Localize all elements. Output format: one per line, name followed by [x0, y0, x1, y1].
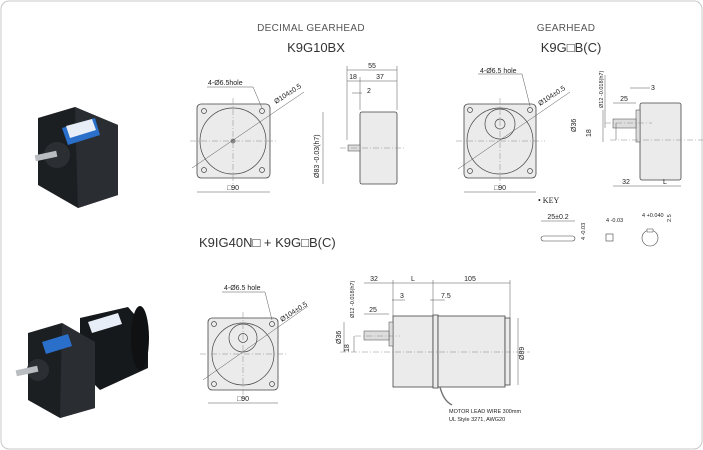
decimal-dim-dia: Ø83 -0.03(h7)	[314, 134, 321, 178]
gearhead-dim-L: L	[663, 179, 667, 186]
decimal-gearhead-heading: DECIMAL GEARHEAD	[257, 23, 365, 34]
combo-dim-89: Ø89	[519, 347, 526, 360]
motor-gearhead-photo	[15, 306, 149, 418]
key-drawing	[540, 220, 659, 247]
combo-dim-105: 105	[464, 276, 476, 283]
key-length: 25±0.2	[547, 214, 568, 221]
gearhead-dim-3: 3	[651, 85, 655, 92]
combo-dim-3: 3	[400, 293, 404, 300]
gearhead-dim-36: Ø36	[571, 119, 578, 132]
gearhead-photo	[34, 107, 118, 208]
combo-side-view	[340, 280, 530, 406]
decimal-gearhead-model: K9G10BX	[287, 40, 345, 55]
gearhead-model: K9G□B(C)	[541, 40, 602, 55]
combo-dim-32: 32	[370, 276, 378, 283]
gearhead-heading: GEARHEAD	[537, 23, 596, 34]
decimal-hole-label: 4-Ø6.5hole	[208, 80, 243, 87]
decimal-front-view	[190, 86, 305, 193]
combo-dim-7-5: 7.5	[441, 293, 451, 300]
decimal-dim-55: 55	[368, 63, 376, 70]
gearhead-dim-shaft: Ø12 -0.018(h7)	[599, 71, 605, 108]
decimal-dim-37: 37	[376, 74, 384, 81]
combo-dim-L: L	[411, 276, 415, 283]
combo-dim-36: Ø36	[336, 331, 343, 344]
combo-dim-shaft: Ø12 -0.018(h7)	[350, 281, 356, 318]
decimal-dim-2: 2	[367, 88, 371, 95]
key-slot: 4 +0.040	[642, 213, 664, 219]
key-width: 4 -0.03	[606, 218, 623, 224]
gearhead-hole-label: 4-Ø6.5 hole	[480, 68, 517, 75]
key-height: 4 -0.03	[581, 223, 587, 240]
decimal-side-view	[322, 66, 405, 185]
combo-front-view	[200, 291, 309, 404]
gearhead-dim-18: 18	[586, 129, 593, 137]
combo-hole-label: 4-Ø6.5 hole	[224, 285, 261, 292]
gearhead-front-view	[456, 73, 571, 193]
decimal-square-label: □90	[227, 185, 239, 192]
combo-model: K9IG40N□ + K9G□B(C)	[199, 235, 336, 250]
key-title: • KEY	[538, 196, 559, 205]
wire-label-2: UL Style 3271, AWG20	[449, 417, 505, 423]
gearhead-dim-32: 32	[622, 179, 630, 186]
key-depth: 2.5	[667, 214, 673, 222]
combo-square-label: □90	[237, 396, 249, 403]
combo-dim-25: 25	[369, 307, 377, 314]
gearhead-square-label: □90	[494, 185, 506, 192]
wire-label-1: MOTOR LEAD WIRE 300mm	[449, 409, 521, 415]
gearhead-dim-25: 25	[620, 96, 628, 103]
decimal-dim-18: 18	[349, 74, 357, 81]
combo-dim-18: 18	[344, 344, 351, 352]
gearhead-side-view	[602, 75, 703, 187]
